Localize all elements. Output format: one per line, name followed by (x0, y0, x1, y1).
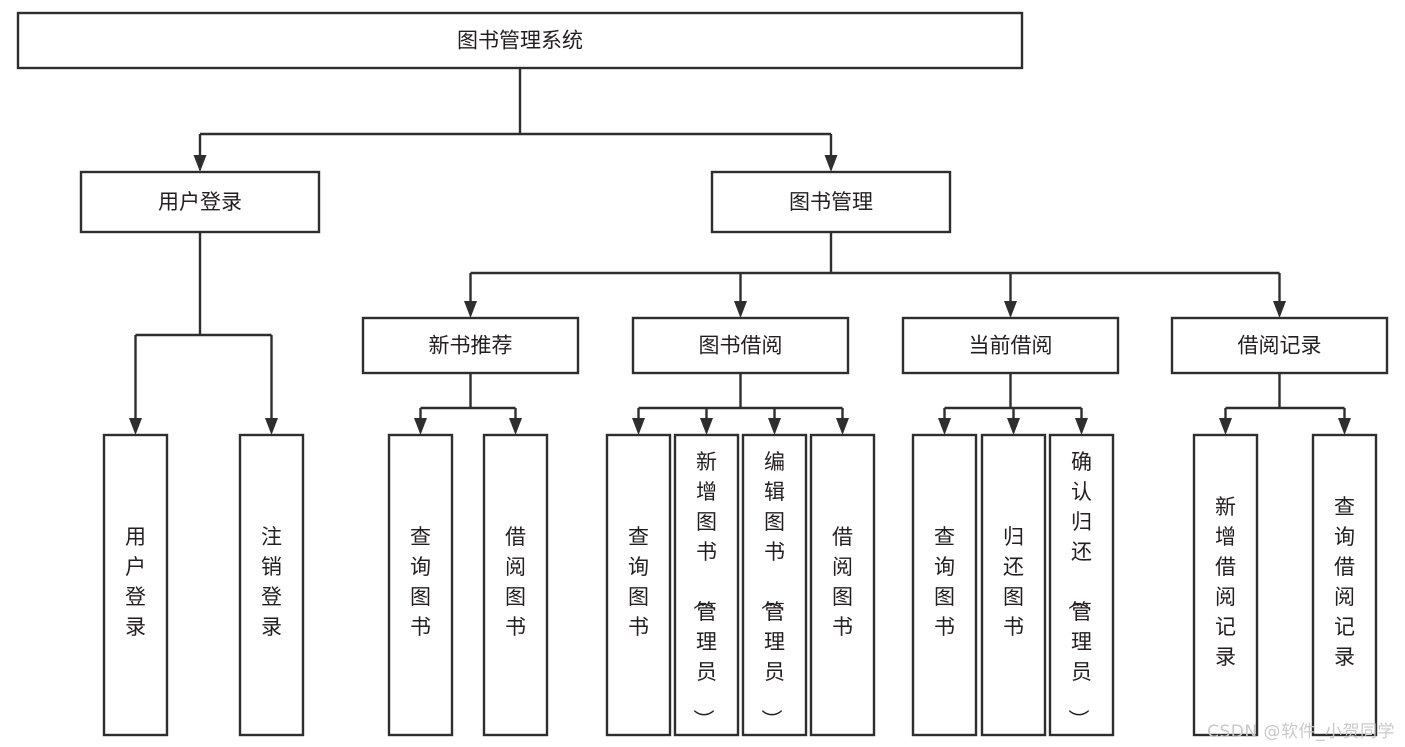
node-leaf-borrow-book-1[interactable]: 借阅图书 (482, 433, 549, 737)
node-user-login[interactable]: 用户登录 (79, 170, 321, 234)
node-label: 查询图书 (410, 525, 431, 639)
node-label: 确认归还（管理员） (1066, 450, 1092, 730)
node-leaf-query-book-1[interactable]: 查询图书 (387, 433, 454, 737)
node-leaf-query-book-2[interactable]: 查询图书 (605, 433, 672, 737)
node-label: 新增图书（管理员） (691, 450, 717, 730)
node-leaf-borrow-book-2[interactable]: 借阅图书 (809, 433, 876, 737)
node-label: 用户登录 (158, 190, 242, 214)
node-leaf-confirm-return[interactable]: 确认归还（管理员） (1048, 433, 1115, 737)
node-label: 编辑图书（管理员） (759, 450, 785, 730)
node-label: 借阅记录 (1238, 334, 1322, 358)
node-label: 注销登录 (261, 525, 282, 639)
node-label: 借阅图书 (505, 525, 526, 639)
node-leaf-return-book[interactable]: 归还图书 (980, 433, 1047, 737)
node-current-borrow[interactable]: 当前借阅 (901, 316, 1120, 375)
node-leaf-add-record[interactable]: 新增借阅记录 (1192, 433, 1259, 737)
connector-group (938, 373, 1088, 435)
node-leaf-query-record[interactable]: 查询借阅记录 (1311, 433, 1378, 737)
node-label: 归还图书 (1003, 525, 1024, 639)
node-label: 查询图书 (628, 525, 649, 639)
node-leaf-add-book[interactable]: 新增图书（管理员） (673, 433, 740, 737)
node-label: 图书管理系统 (457, 29, 583, 53)
connector-group (414, 373, 522, 435)
node-label: 新书推荐 (429, 334, 513, 358)
node-leaf-edit-book[interactable]: 编辑图书（管理员） (741, 433, 808, 737)
node-leaf-user-logout[interactable]: 注销登录 (238, 433, 305, 737)
node-label: 查询图书 (934, 525, 955, 639)
connector-group (1219, 373, 1351, 435)
connector-group (129, 232, 278, 435)
connector-group (632, 373, 849, 435)
node-label: 借阅图书 (832, 525, 853, 639)
node-label: 新增借阅记录 (1215, 495, 1236, 669)
node-label: 图书借阅 (699, 334, 783, 358)
node-layer: 图书管理系统用户登录图书管理新书推荐图书借阅当前借阅借阅记录用户登录注销登录查询… (16, 11, 1389, 737)
node-leaf-query-book-3[interactable]: 查询图书 (911, 433, 978, 737)
node-label: 用户登录 (125, 525, 146, 639)
node-new-book-rec[interactable]: 新书推荐 (361, 316, 580, 375)
node-label: 图书管理 (789, 190, 873, 214)
connector-group (193, 68, 838, 172)
node-leaf-user-login[interactable]: 用户登录 (102, 433, 169, 737)
connector-group (464, 232, 1286, 318)
node-label: 查询借阅记录 (1334, 495, 1355, 669)
node-book-manage[interactable]: 图书管理 (710, 170, 952, 234)
node-root[interactable]: 图书管理系统 (16, 11, 1024, 70)
node-book-borrow[interactable]: 图书借阅 (631, 316, 850, 375)
node-label: 当前借阅 (969, 334, 1053, 358)
connector-layer (129, 68, 1351, 435)
node-borrow-record[interactable]: 借阅记录 (1170, 316, 1389, 375)
